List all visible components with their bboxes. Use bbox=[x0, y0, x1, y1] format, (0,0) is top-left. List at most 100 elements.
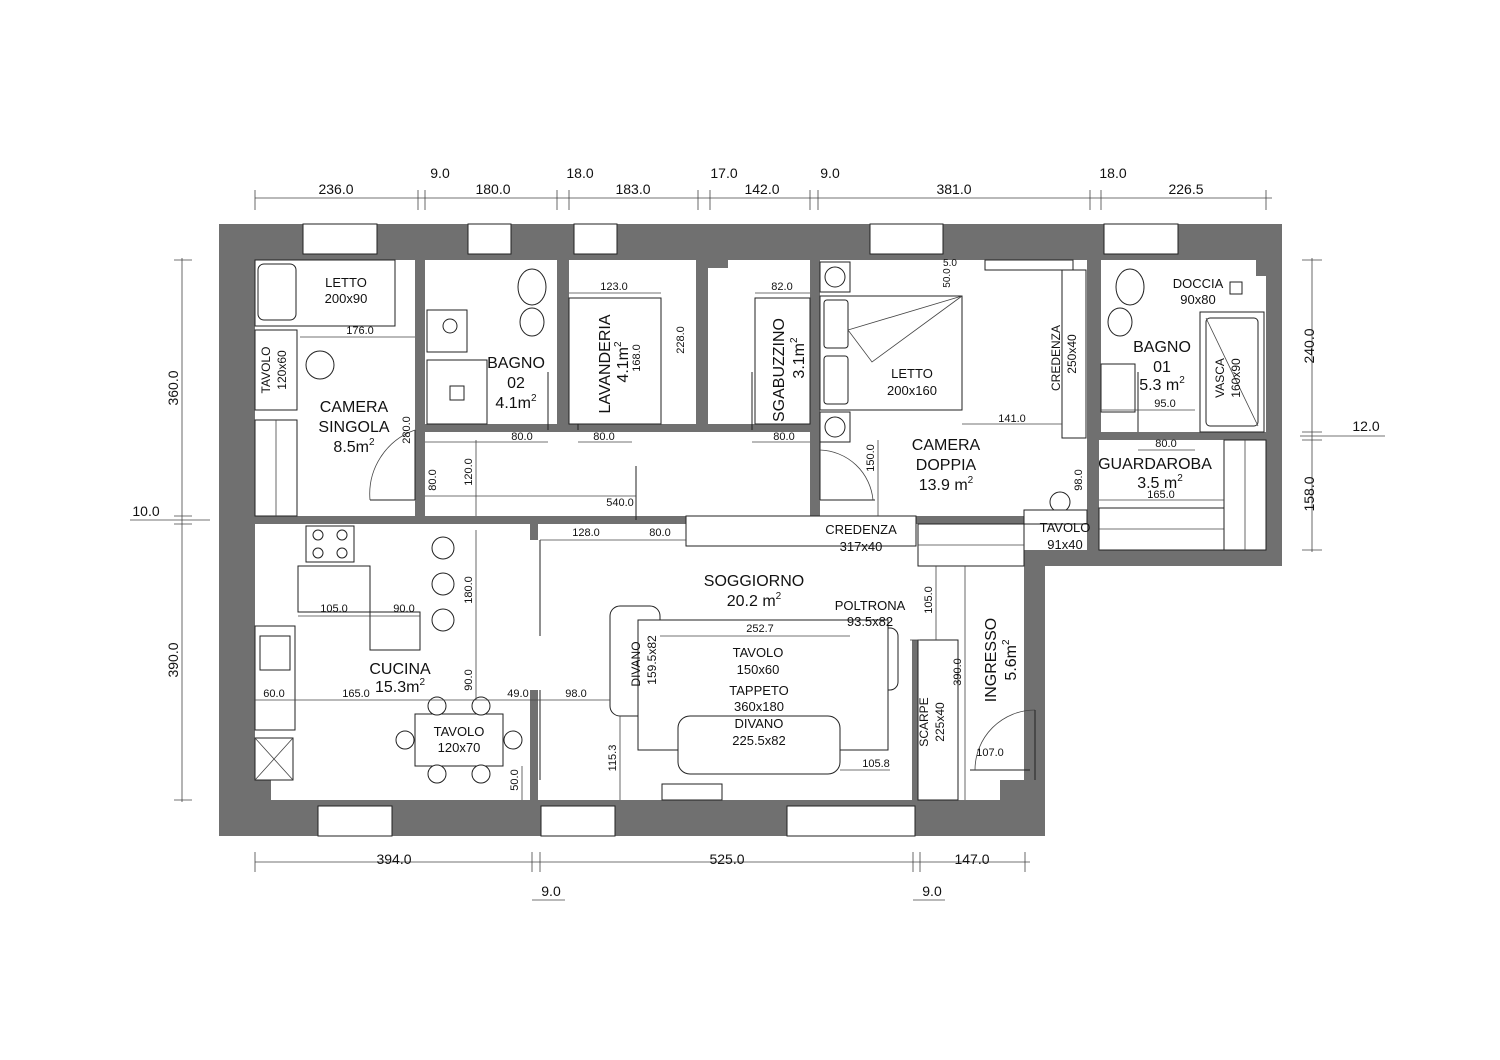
dim-180: 180.0 bbox=[463, 576, 475, 604]
dim-80f: 80.0 bbox=[649, 527, 670, 539]
dim-top-9: 381.0 bbox=[936, 181, 971, 197]
dim-bottom-2: 525.0 bbox=[709, 851, 744, 867]
dim-80a: 80.0 bbox=[511, 431, 532, 443]
tavolo-soggiorno-name: TAVOLO bbox=[733, 645, 784, 660]
tavolo-ingresso-name: TAVOLO bbox=[1040, 520, 1091, 535]
dim-top-6: 17.0 bbox=[710, 165, 737, 181]
room-sgabuzzino-name: SGABUZZINO bbox=[771, 318, 788, 422]
dim-bottom-3: 147.0 bbox=[954, 851, 989, 867]
dim-176: 176.0 bbox=[346, 325, 374, 337]
dim-165b: 165.0 bbox=[342, 688, 370, 700]
dim-bottom-4: 9.0 bbox=[541, 883, 561, 899]
dim-90b: 90.0 bbox=[463, 669, 475, 690]
dim-49: 49.0 bbox=[507, 688, 528, 700]
room-soggiorno-name: SOGGIORNO bbox=[704, 573, 804, 590]
room-bagno02-name2: 02 bbox=[507, 375, 525, 392]
room-guardaroba-name: GUARDAROBA bbox=[1098, 456, 1212, 473]
scarpe-name: SCARPE bbox=[917, 697, 931, 746]
dim-60: 60.0 bbox=[263, 688, 284, 700]
letto-doppio-name: LETTO bbox=[891, 366, 933, 381]
dim-150: 150.0 bbox=[865, 444, 877, 472]
room-bagno02-name1: BAGNO bbox=[487, 355, 545, 372]
dim-top-8: 9.0 bbox=[820, 165, 840, 181]
dim-right-2: 12.0 bbox=[1352, 418, 1379, 434]
dim-80b: 80.0 bbox=[593, 431, 614, 443]
dim-top-4: 18.0 bbox=[566, 165, 593, 181]
dim-5: 5.0 bbox=[943, 258, 957, 269]
scarpe-size: 225x40 bbox=[933, 702, 947, 742]
room-guardaroba-area: 3.5 m2 bbox=[1137, 473, 1183, 492]
dim-120: 120.0 bbox=[463, 458, 475, 486]
room-camera-doppia-name2: DOPPIA bbox=[916, 457, 977, 474]
room-cucina-name: CUCINA bbox=[369, 661, 431, 678]
dim-right-1: 240.0 bbox=[1301, 328, 1317, 363]
tavolo-soggiorno-size: 150x60 bbox=[737, 662, 780, 677]
dim-252: 252.7 bbox=[746, 623, 774, 635]
dim-left-3: 390.0 bbox=[165, 642, 181, 677]
room-camera-doppia-area: 13.9 m2 bbox=[919, 475, 974, 494]
room-bagno01-name1: BAGNO bbox=[1133, 339, 1191, 356]
room-bagno01-area: 5.3 m2 bbox=[1139, 375, 1185, 394]
room-labels: CAMERA SINGOLA 8.5m2 BAGNO 02 4.1m2 LAVA… bbox=[318, 314, 1212, 702]
dim-top-1: 236.0 bbox=[318, 181, 353, 197]
vasca-size: 160x90 bbox=[1229, 358, 1243, 398]
room-cucina-area: 15.3m2 bbox=[375, 677, 425, 696]
room-lavanderia-area: 4.1m2 bbox=[613, 341, 632, 383]
credenza-soggiorno-size: 317x40 bbox=[840, 539, 883, 554]
dim-bottom-1: 394.0 bbox=[376, 851, 411, 867]
dim-141: 141.0 bbox=[998, 413, 1026, 425]
room-camera-singola-area: 8.5m2 bbox=[333, 437, 375, 456]
dim-540: 540.0 bbox=[606, 497, 634, 509]
room-soggiorno-area: 20.2 m2 bbox=[727, 591, 782, 610]
letto-singolo-size: 200x90 bbox=[325, 291, 368, 306]
poltrona-size: 93.5x82 bbox=[847, 614, 893, 629]
dim-bottom-5: 9.0 bbox=[922, 883, 942, 899]
dim-top-10: 18.0 bbox=[1099, 165, 1126, 181]
dim-228: 228.0 bbox=[675, 326, 687, 354]
tappeto-size: 360x180 bbox=[734, 699, 784, 714]
credenza-soggiorno-name: CREDENZA bbox=[825, 522, 897, 537]
dim-left-2: 10.0 bbox=[132, 503, 159, 519]
tavolo-cucina-size: 120x70 bbox=[438, 740, 481, 755]
room-ingresso-area: 5.6m2 bbox=[1001, 639, 1020, 681]
dim-390: 390.0 bbox=[952, 658, 964, 686]
room-sgabuzzino-area: 3.1m2 bbox=[789, 337, 808, 379]
dim-80e: 80.0 bbox=[1155, 438, 1176, 450]
dim-80c: 80.0 bbox=[773, 431, 794, 443]
dim-280: 280.0 bbox=[401, 416, 413, 444]
room-camera-singola-name2: SINGOLA bbox=[318, 419, 389, 436]
dim-500: 50.0 bbox=[509, 769, 521, 790]
credenza-camera-size: 250x40 bbox=[1065, 334, 1079, 374]
credenza-camera-name: CREDENZA bbox=[1049, 325, 1063, 391]
tavolo-cucina-name: TAVOLO bbox=[434, 724, 485, 739]
dim-1058: 105.8 bbox=[862, 758, 890, 770]
tavolo-ingresso-size: 91x40 bbox=[1047, 537, 1082, 552]
letto-singolo-name: LETTO bbox=[325, 275, 367, 290]
dim-left-1: 360.0 bbox=[165, 370, 181, 405]
divano-sx-size: 159.5x82 bbox=[645, 635, 659, 685]
vasca-name: VASCA bbox=[1213, 358, 1227, 398]
divano-sx-name: DIVANO bbox=[629, 641, 643, 686]
doccia-name: DOCCIA bbox=[1173, 276, 1224, 291]
dim-107: 107.0 bbox=[976, 747, 1004, 759]
dim-82: 82.0 bbox=[771, 281, 792, 293]
room-camera-doppia-name1: CAMERA bbox=[912, 437, 981, 454]
dim-top-3: 180.0 bbox=[475, 181, 510, 197]
dim-right-3: 158.0 bbox=[1301, 476, 1317, 511]
doccia-size: 90x80 bbox=[1180, 292, 1215, 307]
dim-165a: 165.0 bbox=[1147, 489, 1175, 501]
room-bagno02-area: 4.1m2 bbox=[495, 393, 537, 412]
room-ingresso-name: INGRESSO bbox=[983, 618, 1000, 702]
room-camera-singola-name1: CAMERA bbox=[320, 399, 389, 416]
tavolo-camera-size: 120x60 bbox=[275, 350, 289, 390]
dim-top-11: 226.5 bbox=[1168, 181, 1203, 197]
dims-bottom: 394.0 525.0 147.0 9.0 9.0 bbox=[376, 851, 989, 899]
dim-50: 50.0 bbox=[942, 268, 953, 288]
dim-128: 128.0 bbox=[572, 527, 600, 539]
dim-168: 168.0 bbox=[631, 344, 643, 372]
poltrona-name: POLTRONA bbox=[835, 598, 906, 613]
tappeto-name: TAPPETO bbox=[729, 683, 788, 698]
dim-123: 123.0 bbox=[600, 281, 628, 293]
furniture-labels: LETTO 200x90 TAVOLO 120x60 LETTO 200x160… bbox=[259, 275, 1243, 755]
